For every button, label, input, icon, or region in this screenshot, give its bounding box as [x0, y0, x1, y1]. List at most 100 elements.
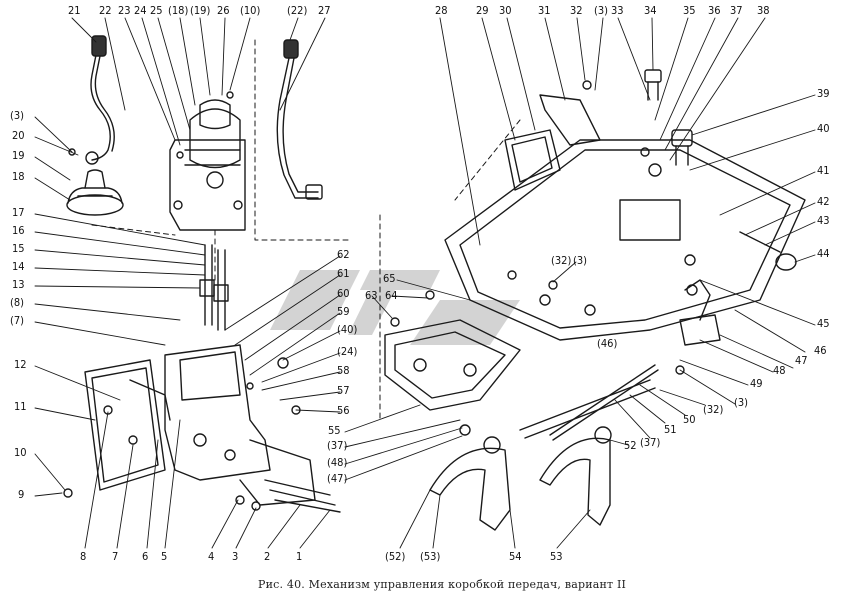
callout-20: 20 — [12, 129, 25, 142]
callout-35: 35 — [683, 4, 696, 17]
callout-2: 2 — [264, 550, 271, 563]
callout-57: 57 — [337, 384, 350, 397]
callout-64: 64 — [385, 289, 398, 302]
callout-48-ref: (48) — [327, 456, 348, 469]
callout-24-ref: (24) — [337, 345, 358, 358]
small-parts — [64, 81, 684, 510]
callout-46-ref: (46) — [597, 337, 618, 350]
callout-3-ref-top: (3) — [594, 4, 609, 17]
callout-40-ref: (40) — [337, 323, 358, 336]
callout-14: 14 — [12, 260, 25, 273]
callout-49: 49 — [750, 377, 763, 390]
callout-63: 63 — [365, 289, 378, 302]
shift-rods-50-51 — [520, 365, 658, 440]
callout-7-ref: (7) — [10, 314, 25, 327]
callout-32: 32 — [570, 4, 583, 17]
callout-8-ref: (8) — [10, 296, 25, 309]
callout-53: 53 — [550, 550, 563, 563]
callout-22: 22 — [99, 4, 112, 17]
plug-34 — [645, 70, 661, 100]
callout-21: 21 — [68, 4, 81, 17]
callout-40: 40 — [817, 122, 830, 135]
callout-18-ref: (18) — [168, 4, 189, 17]
callout-31: 31 — [538, 4, 551, 17]
callout-1: 1 — [296, 550, 303, 563]
callout-39: 39 — [817, 87, 830, 100]
callout-32-ref-mid: (32) — [551, 254, 572, 267]
callout-59: 59 — [337, 305, 350, 318]
callout-3-ref-mid: (3) — [573, 254, 588, 267]
callout-45: 45 — [817, 317, 830, 330]
callout-44: 44 — [817, 247, 830, 260]
callout-4: 4 — [208, 550, 215, 563]
callout-43: 43 — [817, 214, 830, 227]
callout-54: 54 — [509, 550, 522, 563]
callout-52-ref: (52) — [385, 550, 406, 563]
callout-23: 23 — [118, 4, 131, 17]
callout-46: 46 — [814, 344, 827, 357]
callout-10: 10 — [14, 446, 27, 459]
upper-housing — [170, 100, 245, 230]
guide-lines — [92, 40, 520, 420]
top-cover — [445, 140, 805, 340]
callout-27: 27 — [318, 4, 331, 17]
lever-21 — [86, 36, 114, 164]
bolt-39 — [672, 130, 692, 165]
callout-17: 17 — [12, 206, 25, 219]
callout-15: 15 — [12, 242, 25, 255]
callout-38: 38 — [757, 4, 770, 17]
callout-65: 65 — [383, 272, 396, 285]
callout-60: 60 — [337, 287, 350, 300]
callout-58: 58 — [337, 364, 350, 377]
callout-47-ref: (47) — [327, 472, 348, 485]
callout-30: 30 — [499, 4, 512, 17]
callout-10-ref: (10) — [240, 4, 261, 17]
callout-37-ref-right: (37) — [640, 436, 661, 449]
callout-53-ref: (53) — [420, 550, 441, 563]
fork-52 — [430, 437, 510, 530]
watermark-logo — [270, 270, 520, 345]
callout-56: 56 — [337, 404, 350, 417]
shift-rods — [200, 245, 228, 330]
callout-3: 3 — [232, 550, 239, 563]
callout-62: 62 — [337, 248, 350, 261]
callout-26: 26 — [217, 4, 230, 17]
callout-3-ref-left: (3) — [10, 109, 25, 122]
callout-8: 8 — [80, 550, 87, 563]
callout-19: 19 — [12, 149, 25, 162]
callout-3-ref-right: (3) — [734, 396, 749, 409]
lever-27 — [277, 40, 322, 199]
callout-28: 28 — [435, 4, 448, 17]
callout-50: 50 — [683, 413, 696, 426]
callout-33: 33 — [611, 4, 624, 17]
callout-34: 34 — [644, 4, 657, 17]
callout-9: 9 — [18, 488, 25, 501]
callout-13: 13 — [12, 278, 25, 291]
callout-22-ref: (22) — [287, 4, 308, 17]
callout-48: 48 — [773, 364, 786, 377]
callout-41: 41 — [817, 164, 830, 177]
callout-37: 37 — [730, 4, 743, 17]
callout-24: 24 — [134, 4, 147, 17]
callout-16: 16 — [12, 224, 25, 237]
bracket-31 — [540, 95, 600, 145]
callout-25: 25 — [150, 4, 163, 17]
callout-5: 5 — [161, 550, 168, 563]
gasket — [505, 130, 560, 190]
callout-37-ref: (37) — [327, 439, 348, 452]
bracket-55 — [385, 320, 520, 410]
boot-18-19 — [67, 170, 123, 215]
callout-32-ref-right: (32) — [703, 403, 724, 416]
callout-29: 29 — [476, 4, 489, 17]
callout-47: 47 — [795, 354, 808, 367]
gearbox-case — [165, 345, 340, 512]
lever-45 — [680, 280, 720, 345]
figure-caption: Рис. 40. Механизм управления коробкой пе… — [258, 578, 627, 591]
callout-42: 42 — [817, 195, 830, 208]
callout-18: 18 — [12, 170, 25, 183]
leader-lines — [35, 18, 815, 548]
callout-61: 61 — [337, 267, 350, 280]
callout-7: 7 — [112, 550, 119, 563]
fork-53 — [540, 427, 611, 525]
